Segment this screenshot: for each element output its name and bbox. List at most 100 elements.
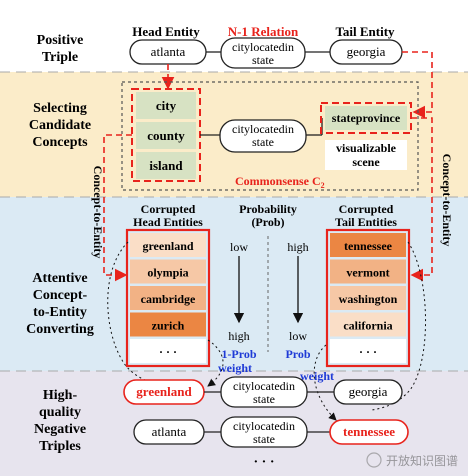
commonsense-label-main: Commonsense C — [235, 174, 321, 188]
concept-city — [136, 92, 196, 119]
commonsense-label-sub: 2 — [321, 181, 325, 190]
concept-county — [136, 122, 196, 149]
corrupted-head-row-bg — [130, 233, 206, 257]
tail-selection-curve — [371, 241, 427, 411]
concept-relation-line-2: state — [252, 135, 274, 149]
commonsense-frame — [121, 81, 419, 191]
concept-relation-line-1: citylocatedin — [232, 122, 294, 136]
right-prob-bottom: low — [289, 329, 307, 343]
right-prob-formula: Prob — [285, 347, 310, 361]
left-concept-to-entity-path — [103, 134, 132, 282]
corrupted-head-item: greenland — [142, 239, 193, 253]
corrupted-tail-title-line-2: Tail Entities — [335, 215, 397, 229]
concept-island-text: island — [149, 158, 183, 173]
head-entity-label: Head Entity — [132, 24, 200, 39]
concept-island — [136, 152, 196, 179]
corrupted-head-item: · · · — [159, 345, 177, 359]
tail-guide-dashed — [402, 51, 433, 119]
corrupted-tail-item: washington — [339, 292, 398, 306]
neg2-head-text: atlanta — [152, 424, 187, 439]
corrupted-tail-row-bg — [330, 259, 406, 284]
corrupted-tail-title-line-1: Corrupted — [339, 202, 394, 216]
probability-title-line-2: (Prob) — [251, 215, 284, 229]
concept-city-text: city — [156, 98, 177, 113]
neg2-tail-text: tennessee — [343, 424, 395, 439]
neg1-relation-line-1: citylocatedin — [233, 379, 295, 393]
corrupted-tail-row-bg — [330, 286, 406, 310]
neg1-relation-line-2: state — [253, 392, 275, 406]
negatives-ellipsis: · · · — [253, 455, 274, 470]
concept-stateprovince-text: stateprovince — [332, 111, 401, 125]
corrupted-head-row-bg — [130, 286, 206, 310]
corrupted-tail-item: vermont — [346, 266, 389, 280]
concept-visualizable — [325, 140, 407, 170]
concept-visualizable-line-1: visualizable — [336, 141, 397, 155]
tail-weight-curve — [313, 344, 337, 421]
watermark-text: 开放知识图谱 — [386, 453, 458, 468]
concept-county-text: county — [147, 128, 185, 143]
positive-head-text: atlanta — [151, 44, 186, 59]
neg1-tail-node — [333, 379, 403, 405]
left-prob-top: low — [230, 240, 248, 254]
corrupted-tail-row-bg — [330, 312, 406, 337]
neg1-tail-text: georgia — [349, 384, 388, 399]
corrupted-head-item: olympia — [147, 266, 188, 280]
right-concept-to-entity-path — [410, 117, 433, 282]
neg2-relation-line-1: citylocatedin — [233, 419, 295, 433]
positive-tail-text: georgia — [347, 44, 386, 59]
corrupted-tail-item: california — [343, 319, 392, 333]
positive-relation-line-2: state — [252, 53, 274, 67]
wechat-icon — [366, 452, 382, 468]
relation-label: N-1 Relation — [228, 24, 299, 39]
corrupted-head-list: greenland olympia cambridge zurich · · · — [130, 233, 206, 363]
probability-title-line-1: Probability — [239, 202, 297, 216]
tail-entity-label: Tail Entity — [335, 24, 395, 39]
corrupted-tail-list: tennessee vermont washington california · · … — [330, 233, 406, 363]
corrupted-tail-row-bg — [330, 339, 406, 363]
right-weight-label: weight — [300, 369, 334, 383]
corrupted-head-row-bg — [130, 312, 206, 337]
commonsense-label: Commonsense C2 — [235, 174, 325, 190]
probability-title: Probability(Prob) — [239, 202, 297, 229]
corrupted-head-item: zurich — [152, 319, 185, 333]
left-prob-bottom: high — [228, 329, 249, 343]
corrupted-head-frame — [125, 228, 211, 368]
concept-relation-node — [219, 119, 307, 153]
corrupted-tail-item: · · · — [359, 345, 377, 359]
positive-relation-line-1: citylocatedin — [232, 40, 294, 54]
corrupted-tail-frame — [325, 228, 411, 368]
corrupted-head-title-line-2: Head Entities — [133, 215, 203, 229]
corrupted-head-row-bg — [130, 259, 206, 284]
right-prob-top: high — [287, 240, 308, 254]
left-weight-label: weight — [218, 361, 252, 375]
concept-visualizable-line-2: scene — [352, 155, 380, 169]
corrupted-head-title-line-1: Corrupted — [141, 202, 196, 216]
corrupted-tail-row-bg — [330, 233, 406, 257]
neg2-relation-line-2: state — [253, 432, 275, 446]
head-weight-curve — [207, 339, 224, 387]
concept-stateprovince — [325, 106, 407, 130]
neg2-tail-node — [329, 419, 409, 445]
corrupted-head-row-bg — [130, 339, 206, 363]
left-side-label: Concept-to-Entity — [91, 166, 105, 259]
watermark: 开放知识图谱 — [366, 452, 458, 468]
corrupted-tail-item: tennessee — [344, 239, 393, 253]
right-side-label: Concept-to-Entity — [440, 154, 454, 247]
corrupted-head-item: cambridge — [141, 292, 196, 306]
positive-relation-node — [220, 37, 306, 69]
neg1-head-text: greenland — [136, 384, 192, 399]
left-prob-formula: 1-Prob — [221, 347, 256, 361]
